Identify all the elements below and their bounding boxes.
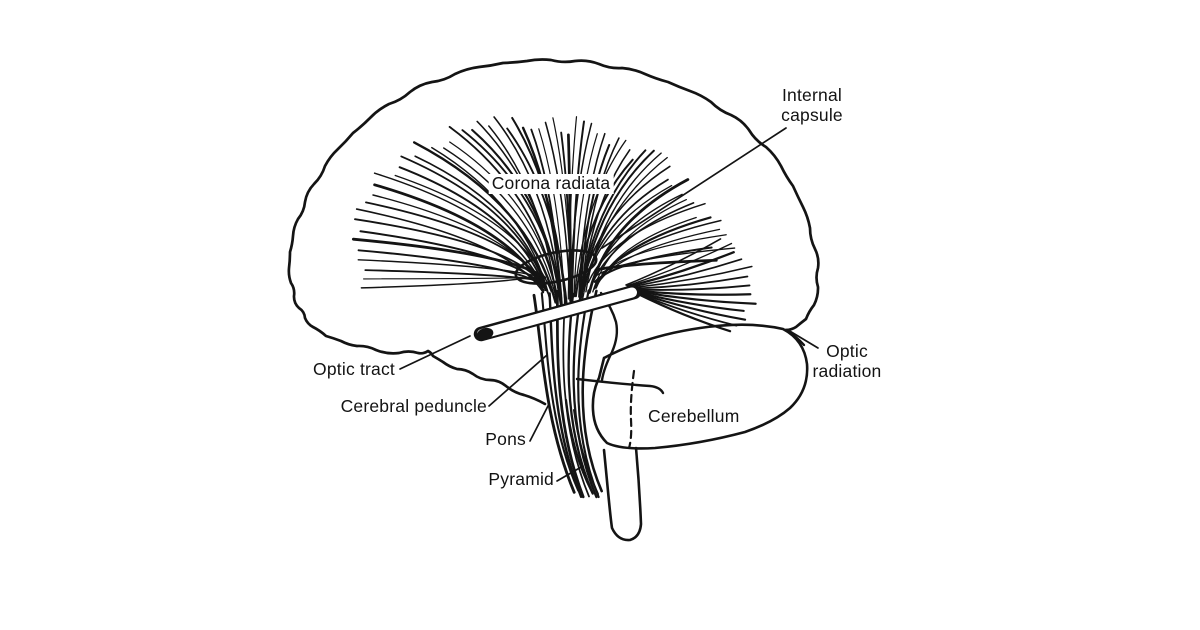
label-pyramid: Pyramid: [488, 469, 554, 489]
brainstem-outline: [599, 291, 643, 542]
cerebellum-outline: [575, 323, 809, 450]
label-leader-lines: [399, 127, 819, 482]
label-optic-radiation-line1: Optic: [826, 341, 868, 361]
label-cerebellum: Cerebellum: [648, 406, 740, 426]
cerebrum-outline: [287, 58, 820, 406]
label-optic-tract: Optic tract: [313, 359, 395, 379]
label-internal-capsule: Internal capsule: [781, 85, 843, 125]
label-cerebral-peduncle: Cerebral peduncle: [340, 396, 487, 416]
label-corona-radiata: Corona radiata: [488, 173, 614, 194]
label-optic-radiation: Optic radiation: [812, 341, 882, 381]
label-internal-capsule-line2: capsule: [781, 104, 843, 125]
corona-radiata-fibers: [351, 116, 736, 311]
label-internal-capsule-line1: Internal: [782, 85, 842, 105]
internal-capsule-ellipse: [514, 249, 598, 285]
optic-radiation-fibers: [625, 238, 757, 333]
optic-tract-shape: [473, 284, 642, 342]
label-optic-radiation-line2: radiation: [812, 360, 882, 381]
label-pons: Pons: [485, 429, 526, 449]
